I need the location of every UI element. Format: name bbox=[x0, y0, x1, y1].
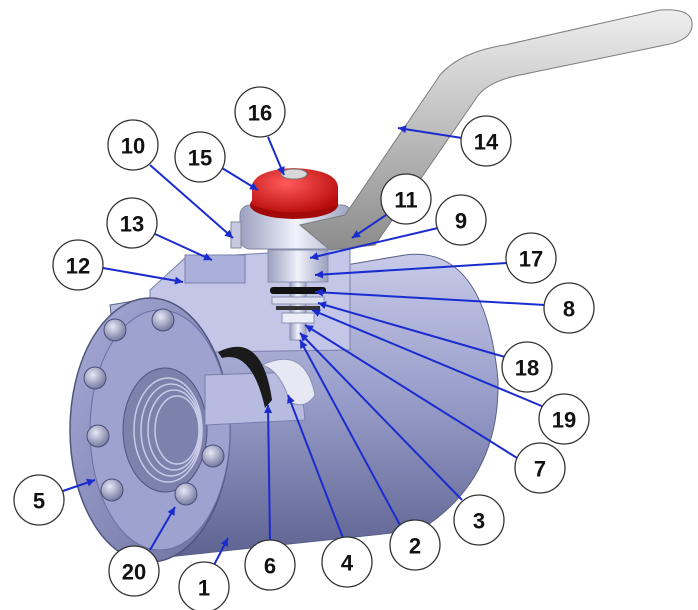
callout-number: 5 bbox=[33, 489, 45, 514]
lower-stem-washer bbox=[282, 313, 314, 323]
callout-number: 1 bbox=[198, 576, 210, 601]
callout-number: 15 bbox=[188, 146, 212, 171]
callout-number: 10 bbox=[121, 134, 145, 159]
callout-number: 13 bbox=[120, 212, 144, 237]
callout-15: 15 bbox=[175, 132, 225, 182]
stem-sleeve bbox=[268, 250, 328, 282]
callout-number: 4 bbox=[341, 551, 354, 576]
callout-number: 6 bbox=[264, 554, 276, 579]
callout-number: 19 bbox=[552, 408, 576, 433]
bonnet-neck bbox=[185, 255, 245, 283]
callout-4: 4 bbox=[322, 537, 372, 587]
thrust-washer bbox=[272, 297, 324, 304]
stop-pin bbox=[231, 222, 241, 248]
callout-11: 11 bbox=[381, 174, 431, 224]
callout-17: 17 bbox=[506, 233, 556, 283]
callout-number: 16 bbox=[248, 101, 272, 126]
callout-number: 20 bbox=[122, 560, 146, 585]
callout-2: 2 bbox=[390, 520, 440, 570]
callout-6: 6 bbox=[245, 540, 295, 590]
cap-screw bbox=[281, 169, 307, 179]
callout-19: 19 bbox=[539, 394, 589, 444]
callout-1: 1 bbox=[179, 562, 229, 610]
callout-13: 13 bbox=[107, 198, 157, 248]
callout-10: 10 bbox=[108, 120, 158, 170]
callout-number: 7 bbox=[534, 457, 546, 482]
callout-8: 8 bbox=[544, 283, 594, 333]
callout-20: 20 bbox=[109, 546, 159, 596]
callout-12: 12 bbox=[53, 240, 103, 290]
callout-18: 18 bbox=[502, 342, 552, 392]
callout-number: 11 bbox=[394, 188, 417, 213]
callout-number: 8 bbox=[563, 297, 575, 322]
callout-number: 17 bbox=[519, 247, 543, 272]
callout-number: 14 bbox=[474, 130, 499, 155]
threaded-port bbox=[123, 368, 207, 492]
callout-number: 9 bbox=[455, 209, 467, 234]
callout-number: 2 bbox=[409, 534, 421, 559]
callout-7: 7 bbox=[515, 443, 565, 493]
callout-number: 18 bbox=[515, 356, 539, 381]
callout-number: 3 bbox=[473, 509, 485, 534]
stem-seal bbox=[276, 306, 320, 310]
callout-9: 9 bbox=[436, 195, 486, 245]
leader-line-13 bbox=[155, 234, 212, 260]
callout-number: 12 bbox=[66, 254, 90, 279]
callout-3: 3 bbox=[454, 495, 504, 545]
callout-16: 16 bbox=[235, 87, 285, 137]
callout-5: 5 bbox=[14, 475, 64, 525]
callout-14: 14 bbox=[461, 116, 511, 166]
valve-illustration bbox=[70, 10, 692, 562]
